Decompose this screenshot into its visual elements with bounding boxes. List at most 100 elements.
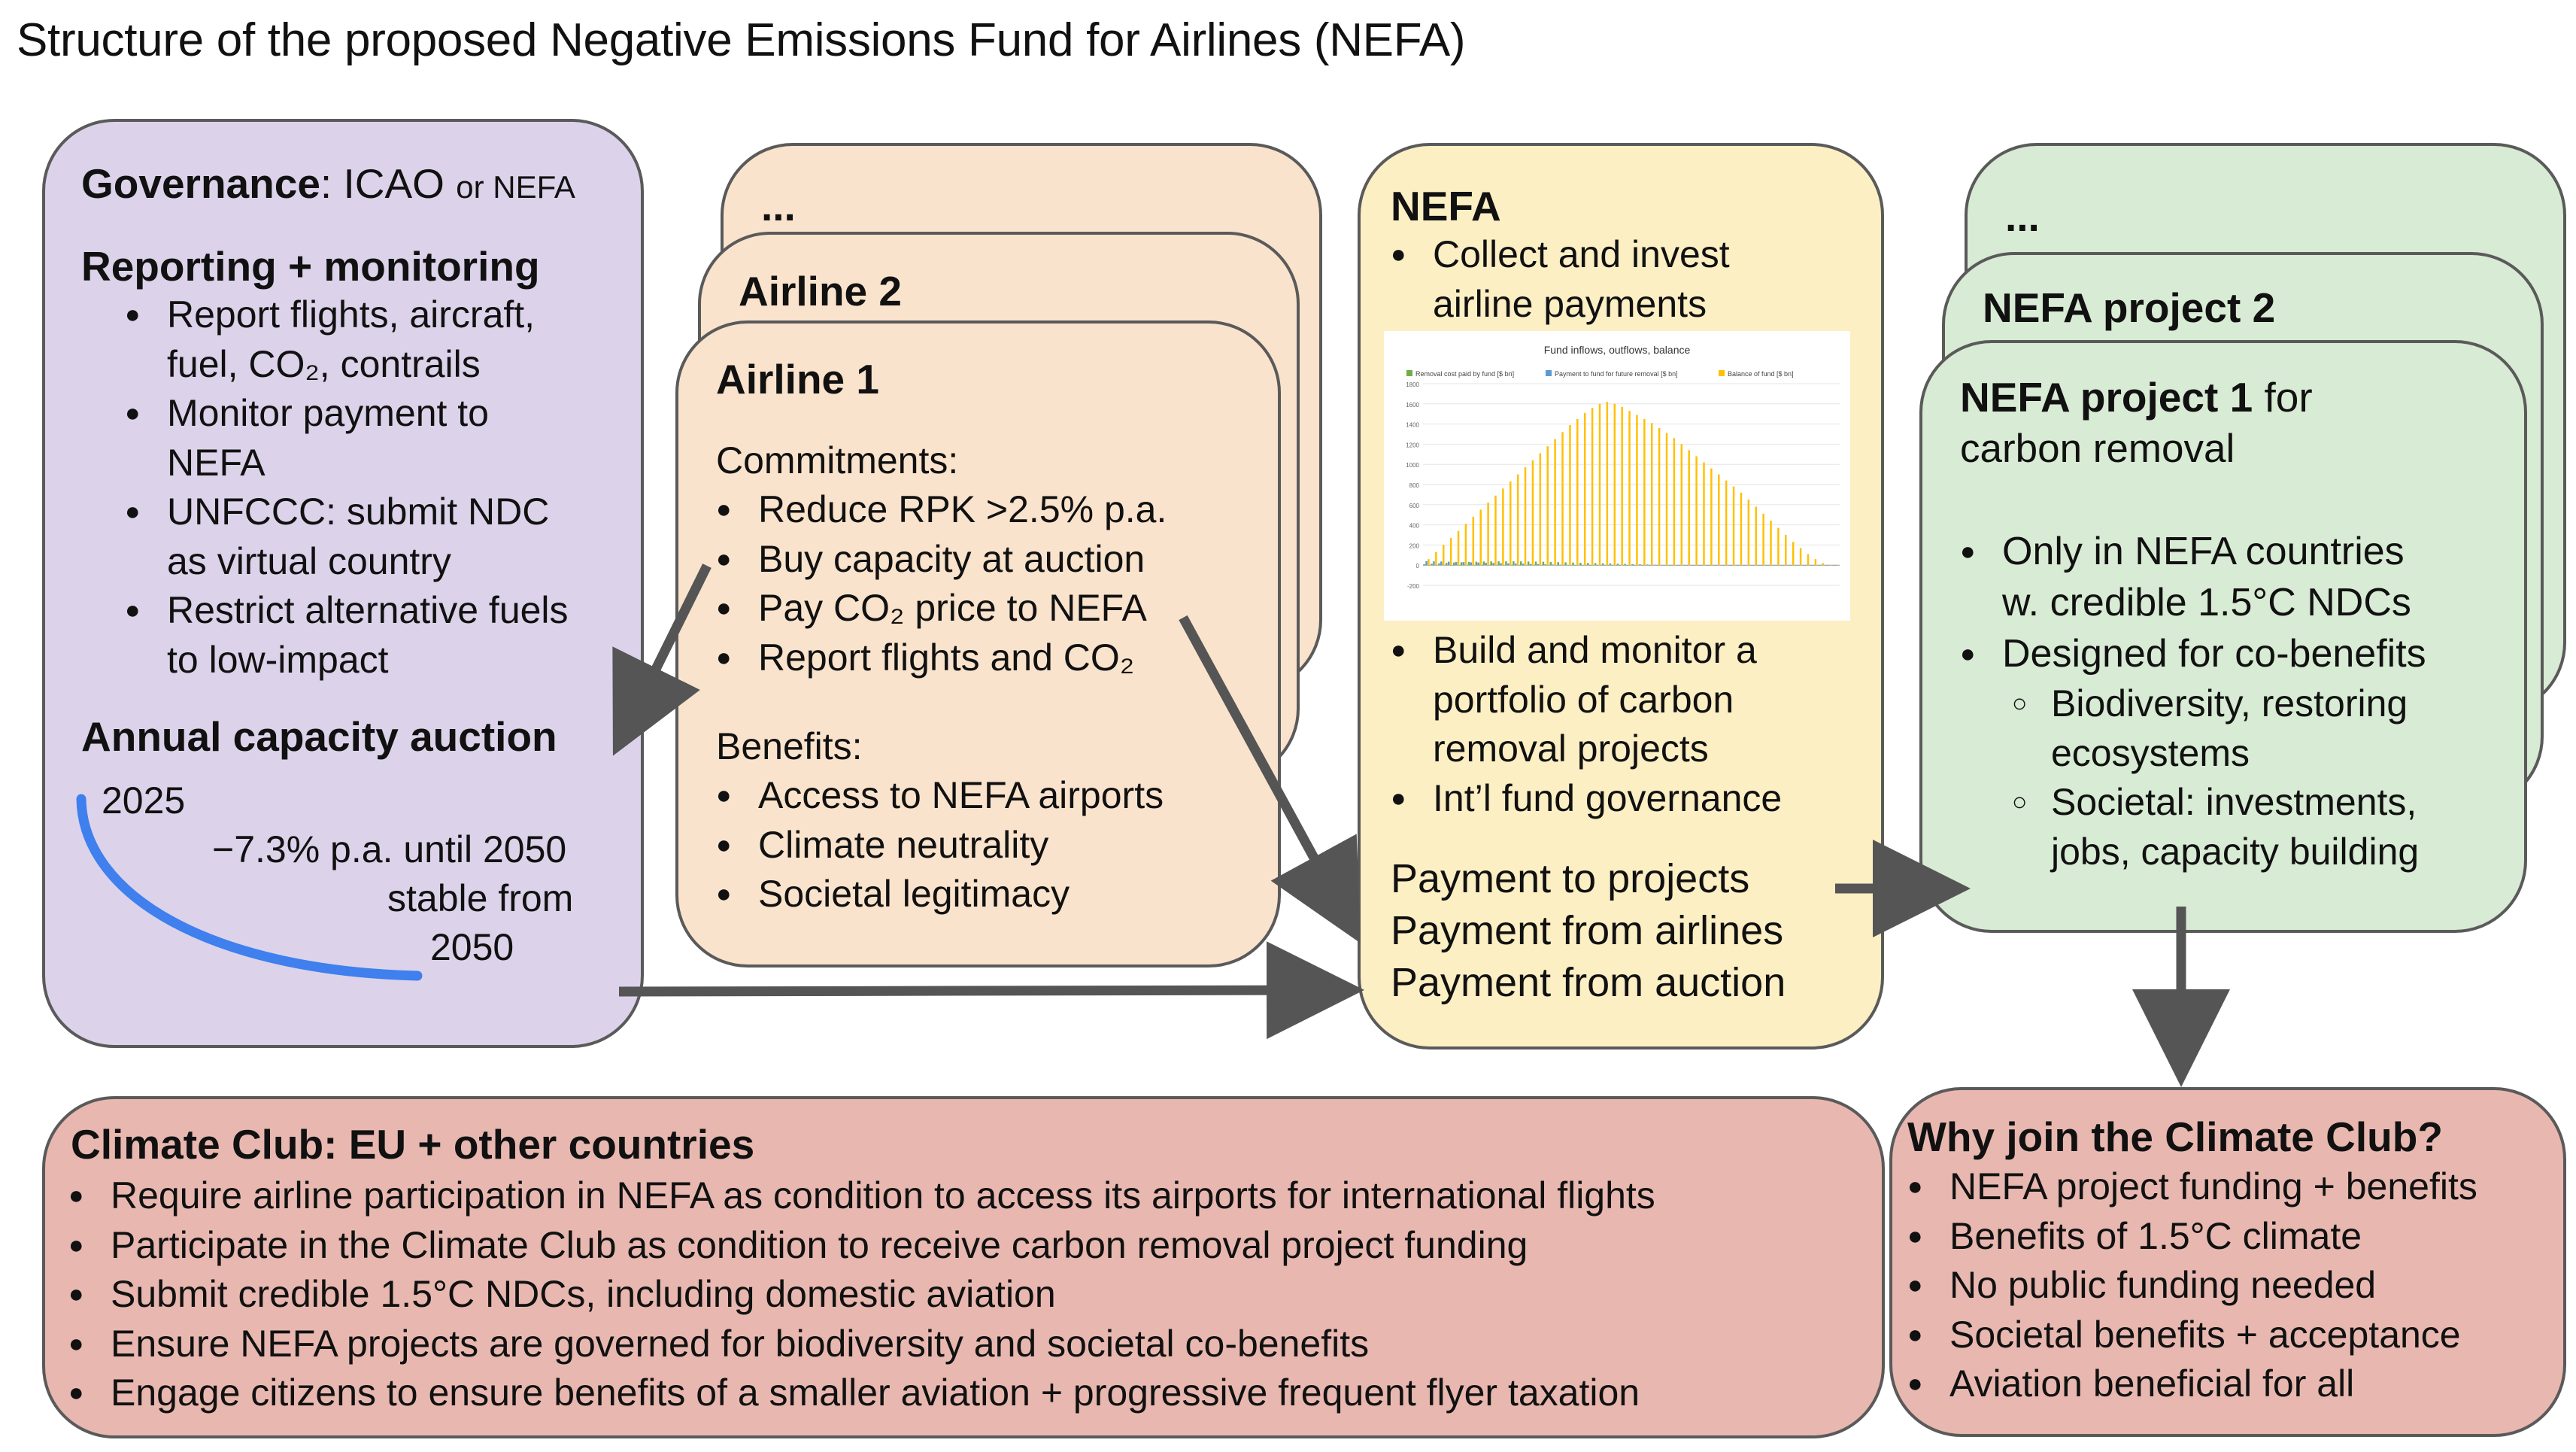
climate-club-list: Require airline participation in NEFA as… xyxy=(68,1171,1655,1418)
chart-bar xyxy=(1502,488,1504,566)
chart-bar xyxy=(1658,427,1661,566)
chart-bar xyxy=(1834,565,1837,566)
why-join-title: Why join the Climate Club? xyxy=(1907,1113,2443,1160)
chart-bar xyxy=(1531,460,1534,566)
chart-bar xyxy=(1500,563,1502,566)
chart-bar xyxy=(1634,565,1636,566)
chart-bar xyxy=(1765,565,1767,566)
chart-bar xyxy=(1462,562,1465,566)
chart-bar xyxy=(1460,562,1463,566)
airline-front-title: Airline 1 xyxy=(716,356,880,402)
chart-title: Fund inflows, outflows, balance xyxy=(1544,344,1691,356)
chart-bar xyxy=(1750,565,1753,566)
chart-bar xyxy=(1827,565,1829,566)
chart-bar xyxy=(1527,561,1530,566)
chart-bar xyxy=(1683,565,1686,566)
chart-bar xyxy=(1596,565,1599,566)
chart-bar xyxy=(1452,562,1455,566)
chart-bar xyxy=(1829,565,1831,566)
governance-list: Report flights, aircraft,fuel, CO₂, cont… xyxy=(125,290,569,685)
chart-bar xyxy=(1661,564,1664,566)
chart-bar xyxy=(1544,564,1547,566)
chart-bar xyxy=(1621,406,1623,566)
chart-bar xyxy=(1539,453,1542,566)
governance-heading-bold: Governance xyxy=(81,160,320,207)
legend-label: Removal cost paid by fund [$ bn] xyxy=(1415,370,1514,378)
airline-back-title: ... xyxy=(761,183,796,229)
list-item: Engage citizens to ensure benefits of a … xyxy=(68,1368,1655,1418)
chart-bar xyxy=(1663,565,1666,566)
chart-bar xyxy=(1758,565,1761,566)
chart-bar xyxy=(1728,565,1731,566)
chart-bar xyxy=(1588,565,1591,566)
list-item: Buy capacity at auction xyxy=(716,535,1167,585)
legend-label: Balance of fund [$ bn] xyxy=(1728,370,1794,378)
chart-bar xyxy=(1619,565,1621,566)
chart-bar xyxy=(1825,565,1828,566)
chart-bar xyxy=(1611,565,1614,566)
chart-bar xyxy=(1804,565,1807,566)
project-front-subtitle: carbon removal xyxy=(1960,427,2235,471)
chart-bar xyxy=(1670,565,1673,566)
chart-bar xyxy=(1701,565,1703,566)
chart-bar xyxy=(1606,402,1609,566)
chart-bar xyxy=(1775,565,1777,566)
climate-club-box: Climate Club: EU + other countries Requi… xyxy=(42,1096,1885,1438)
chart-bar xyxy=(1725,480,1728,566)
chart-bar xyxy=(1425,560,1428,566)
arrow-auction-to-nefa xyxy=(618,941,1364,1040)
chart-bar xyxy=(1475,561,1478,566)
chart-bar xyxy=(1509,481,1512,566)
governance-heading: Governance: ICAO or NEFA xyxy=(81,159,575,208)
curve-start-label: 2025 xyxy=(102,779,186,822)
benefits-list: Access to NEFA airports Climate neutrali… xyxy=(716,771,1164,919)
chart-bar xyxy=(1760,565,1762,566)
curve-stable-label: stable from xyxy=(387,877,574,919)
chart-bar xyxy=(1762,513,1764,566)
chart-bar xyxy=(1777,527,1780,566)
chart-bar xyxy=(1755,506,1757,566)
nefa-title: NEFA xyxy=(1391,183,1501,229)
chart-bar xyxy=(1515,563,1517,566)
chart-bar xyxy=(1497,561,1500,566)
chart-bar xyxy=(1691,565,1694,566)
chart-bar xyxy=(1549,561,1552,566)
list-item: Access to NEFA airports xyxy=(716,771,1164,821)
list-item: Ensure NEFA projects are governed for bi… xyxy=(68,1320,1655,1369)
chart-bar xyxy=(1492,563,1494,566)
chart-bar xyxy=(1643,418,1646,566)
y-tick-label: 400 xyxy=(1409,523,1420,530)
chart-bar xyxy=(1447,561,1450,566)
chart-bar xyxy=(1837,565,1839,566)
list-item: Participate in the Climate Club as condi… xyxy=(68,1221,1655,1271)
chart-bar xyxy=(1810,565,1813,566)
y-tick-label: 1400 xyxy=(1406,422,1419,429)
chart-bar xyxy=(1631,563,1634,566)
chart-bar xyxy=(1524,467,1527,566)
chart-bar xyxy=(1472,516,1475,566)
chart-bar xyxy=(1680,444,1683,566)
list-item: Require airline participation in NEFA as… xyxy=(68,1171,1655,1221)
chart-bar xyxy=(1628,411,1631,566)
chart-bar xyxy=(1561,432,1564,566)
project-back-title: ... xyxy=(2005,193,2040,240)
y-tick-label: 1200 xyxy=(1406,442,1419,448)
chart-bar xyxy=(1513,561,1515,566)
chart-bar xyxy=(1477,562,1480,566)
list-item: Submit credible 1.5°C NDCs, including do… xyxy=(68,1270,1655,1320)
chart-bar xyxy=(1649,565,1651,566)
chart-bar xyxy=(1822,563,1825,566)
chart-bar xyxy=(1743,565,1746,566)
chart-bar xyxy=(1676,565,1679,566)
arrow-airline-to-nefa xyxy=(1179,615,1361,943)
chart-bar xyxy=(1735,565,1738,566)
project-front-title: NEFA project 1 for xyxy=(1960,373,2313,421)
